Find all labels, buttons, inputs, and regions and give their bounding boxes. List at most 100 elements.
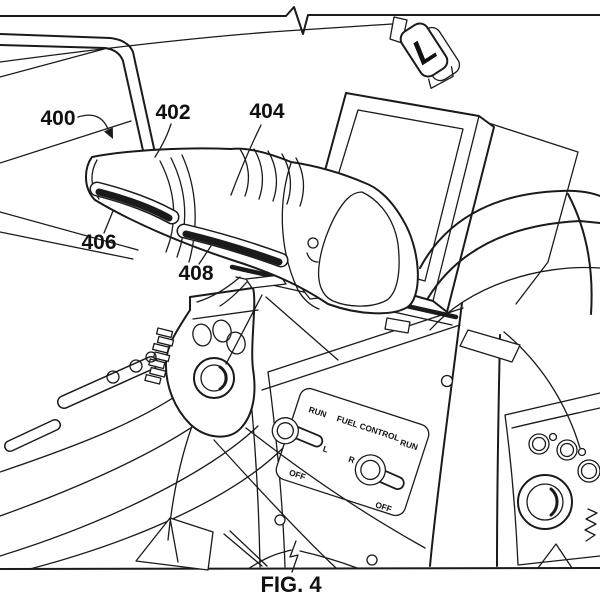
reference-label-400: 400: [40, 107, 113, 139]
label-400-text: 400: [40, 107, 75, 130]
bottom-break-mound-right: [299, 550, 358, 569]
red-stripe: [176, 223, 289, 268]
endcap-left-edge: [281, 162, 320, 310]
fuel-switch-left[interactable]: [269, 414, 324, 453]
label-404-leader: [230, 124, 262, 196]
throttle-pedestal: [106, 287, 259, 541]
pedestal-knob[interactable]: [193, 357, 235, 399]
fuel-panel-r-label: R: [347, 454, 356, 465]
grip-collar-lines: [159, 154, 196, 263]
right-panel-knob-2-inner: [559, 442, 575, 458]
base-edge-hatch: [223, 530, 268, 567]
throttle-handle[interactable]: [85, 147, 419, 315]
reference-label-406: 406: [81, 210, 117, 254]
bottom-break-zigzag: [289, 540, 299, 573]
label-408-text: 408: [178, 262, 213, 285]
endcap-pivot-dot: [307, 237, 319, 249]
bottom-right-wedge: [537, 543, 573, 569]
cowl-arc-1: [419, 189, 600, 269]
panel-screw-bottom: [274, 514, 286, 526]
bottom-border-line: [0, 567, 600, 570]
fuel-panel-l-label: L: [322, 444, 330, 455]
center-divider-right: [496, 334, 501, 567]
display-bezel-corner-edge: [432, 115, 480, 302]
right-panel-rotary-knob-inner: [526, 483, 564, 521]
label-406-leader: [103, 210, 114, 234]
right-panel-knob-3-inner: [580, 462, 598, 480]
right-panel-dot-2: [577, 447, 587, 457]
left-console: [0, 356, 426, 571]
body-ridge-lines: [239, 148, 305, 207]
red-stripe-band: [182, 230, 283, 266]
panel-screw-top: [440, 374, 454, 388]
rivet-2: [129, 359, 143, 373]
console-sweep-3: [0, 425, 259, 557]
fuel-panel-plate: [275, 387, 430, 517]
l-button: L: [399, 22, 461, 90]
label-408-leader: [198, 245, 212, 265]
pedestal-button-2[interactable]: [210, 318, 233, 344]
fuel-switch-right[interactable]: [351, 451, 405, 493]
label-400-arrowhead: [104, 127, 113, 139]
console-top-edges: [261, 307, 464, 391]
figure-caption: FIG. 4: [260, 572, 322, 597]
green-stripe: [89, 181, 180, 225]
rail-bracket-right: [459, 329, 521, 363]
display-support-panel: [469, 116, 579, 305]
l-button-face: [399, 22, 449, 78]
fuel-control-panel: RUN FUEL CONTROL RUN L OFF R OFF: [269, 387, 430, 517]
right-cowl: [419, 189, 600, 567]
flex-conduit: [144, 327, 175, 385]
green-stripe-band: [95, 188, 173, 222]
l-button-foot: [427, 66, 454, 90]
panel-screw-lower: [366, 554, 378, 566]
pedestal-button-3[interactable]: [224, 330, 247, 356]
label-406-text: 406: [81, 231, 116, 254]
cockpit-window: [0, 33, 156, 260]
reference-label-408: 408: [178, 245, 214, 285]
dash-edge-1: [0, 211, 139, 251]
pedestal-top-band: [192, 309, 259, 320]
reference-label-402: 402: [154, 101, 191, 158]
reference-label-404: 404: [230, 100, 285, 196]
spring-zigzag: [584, 508, 598, 542]
support-v-struts: [225, 294, 339, 365]
right-panel-outline: [504, 392, 600, 566]
top-border-line: [0, 6, 600, 35]
cowl-arc-3: [567, 193, 593, 315]
pedestal-button-1[interactable]: [190, 322, 213, 348]
label-400-arrow-curve: [77, 114, 109, 130]
reference-labels: 400 402 404 406 408: [40, 100, 284, 285]
center-divider-left: [429, 302, 463, 567]
handle-silhouette: [85, 147, 419, 315]
fuel-panel-off-left: OFF: [288, 467, 307, 482]
window-pillar-outer: [0, 33, 156, 154]
rail-tab-3: [384, 317, 411, 334]
right-panel-dot-1: [548, 432, 558, 442]
label-404-text: 404: [249, 100, 284, 123]
pedestal-knob-shading: [218, 365, 228, 391]
cowl-arc-2: [427, 220, 600, 299]
window-pillar-inner: [0, 44, 145, 156]
glareshield: [0, 16, 408, 63]
drawing-frame: [0, 6, 600, 573]
right-knob-panel: [504, 392, 600, 569]
window-diagonal-1: [0, 48, 105, 78]
endcap-inner-outline: [317, 191, 400, 307]
pedestal-lower-line: [167, 425, 193, 541]
pedestal-body: [164, 287, 256, 438]
right-panel-knob-1-inner: [531, 436, 547, 452]
glareshield-edge: [0, 23, 393, 63]
window-diagonal-2: [0, 120, 132, 164]
label-402-text: 402: [155, 101, 190, 124]
handle-arm-links: [196, 276, 248, 307]
right-panel-rotary-knob: [517, 474, 573, 530]
label-402-leader: [154, 123, 172, 158]
dash-edge-2: [0, 231, 134, 260]
endcap-pivot-arc: [306, 252, 319, 263]
rotary-knob-shading: [549, 487, 559, 517]
rail-tab-1: [245, 274, 287, 289]
fuel-panel-off-right: OFF: [374, 499, 393, 514]
